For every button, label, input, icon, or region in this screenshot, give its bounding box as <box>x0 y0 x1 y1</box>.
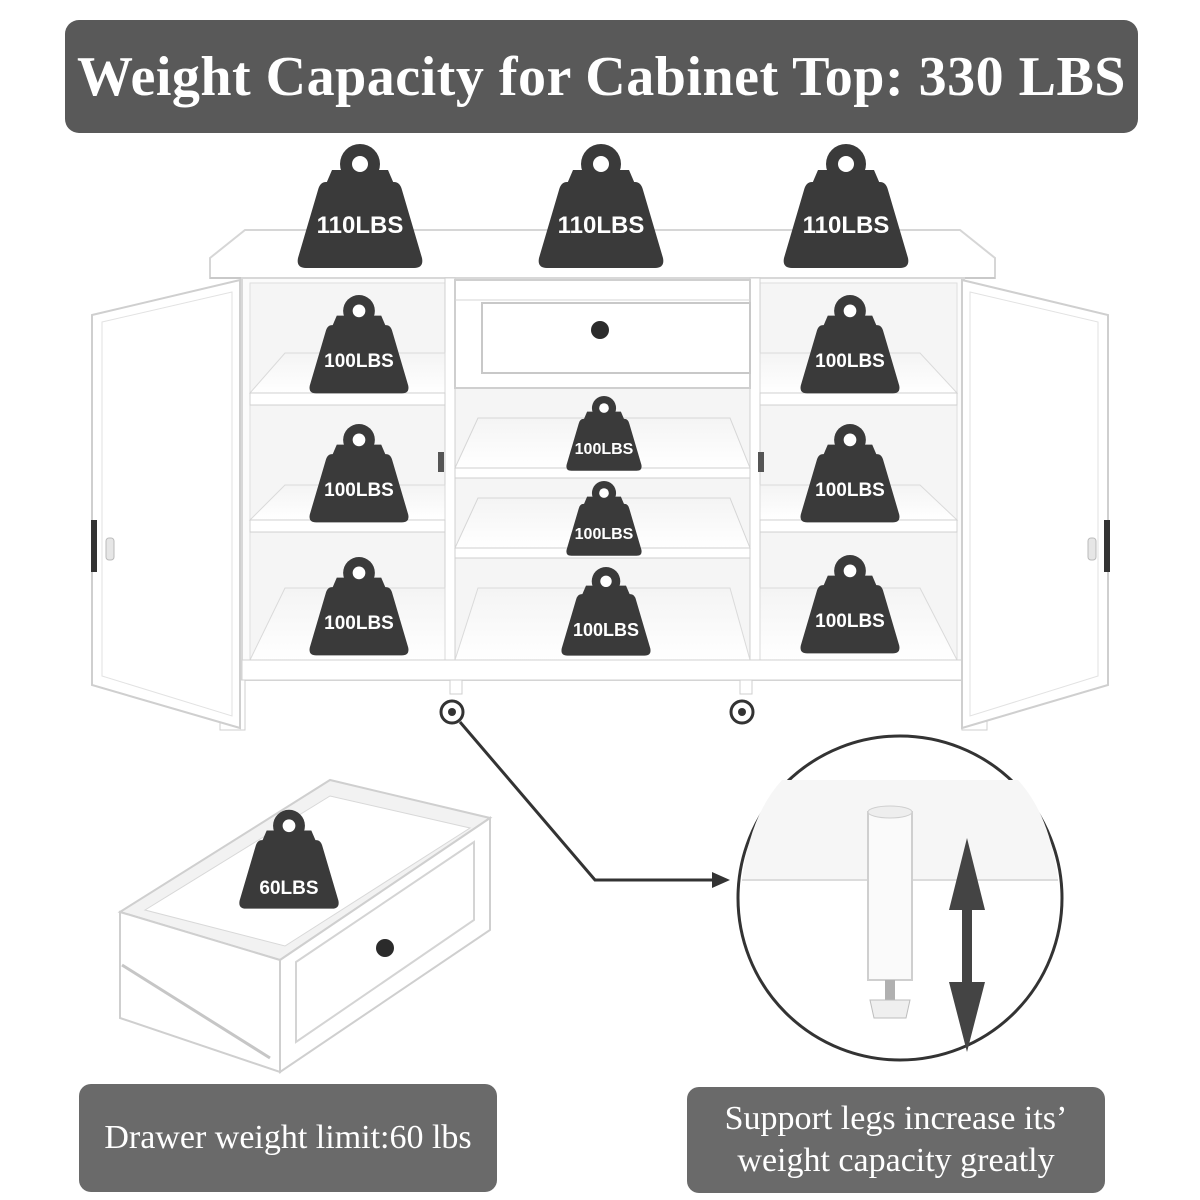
weight-label: 100LBS <box>324 480 394 501</box>
page-title: Weight Capacity for Cabinet Top: 330 LBS <box>77 45 1126 108</box>
open-drawer <box>117 778 493 1074</box>
weight-label: 110LBS <box>558 212 645 239</box>
pointer-arrow-icon <box>458 721 730 888</box>
legs-caption: Support legs increase its’ weight capaci… <box>687 1087 1105 1193</box>
weight-label: 100LBS <box>815 351 885 372</box>
drawer-caption: Drawer weight limit:60 lbs <box>79 1084 497 1192</box>
weight-icon <box>297 144 423 268</box>
weight-icon <box>783 144 909 268</box>
drawer-caption-text: Drawer weight limit:60 lbs <box>104 1119 472 1156</box>
weight-label: 110LBS <box>317 212 404 239</box>
weight-label: 100LBS <box>815 480 885 501</box>
weight-label: 110LBS <box>803 212 890 239</box>
weight-label: 100LBS <box>324 613 394 634</box>
weight-icon <box>538 144 664 268</box>
legs-caption-line2: weight capacity greatly <box>737 1142 1055 1179</box>
title-banner: Weight Capacity for Cabinet Top: 330 LBS <box>65 20 1138 133</box>
weight-label: 100LBS <box>815 611 885 632</box>
weight-label: 100LBS <box>575 441 634 458</box>
weight-label: 100LBS <box>575 526 634 543</box>
foot-markers <box>439 699 755 725</box>
support-leg-zoom <box>736 734 1064 1062</box>
weight-label: 60LBS <box>259 878 318 899</box>
legs-caption-line1: Support legs increase its’ <box>724 1099 1068 1137</box>
weight-label: 100LBS <box>324 351 394 372</box>
weight-label: 100LBS <box>573 620 639 640</box>
double-arrow-icon <box>949 838 985 1052</box>
